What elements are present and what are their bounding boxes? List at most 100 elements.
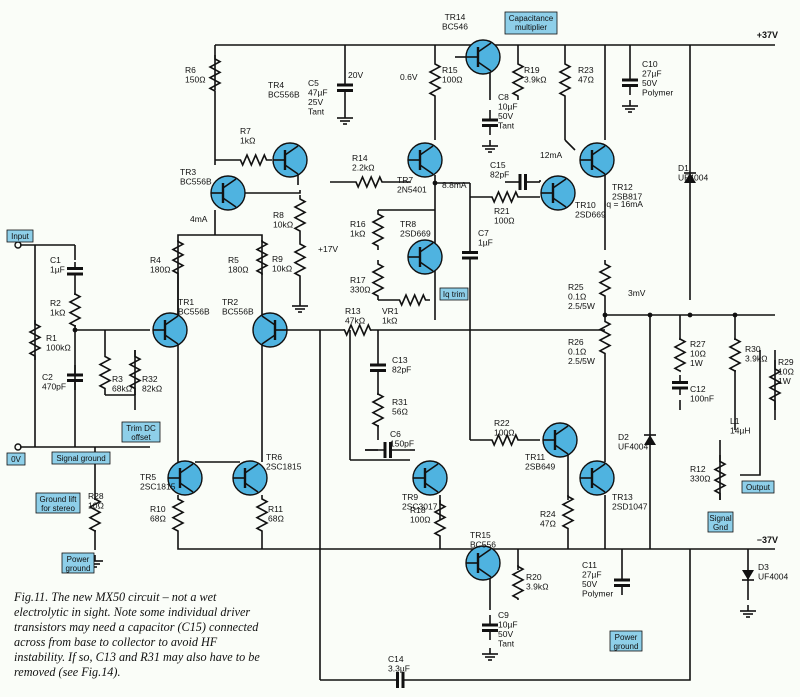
- R1: [28, 320, 42, 360]
- label-v17: +17V: [318, 244, 338, 254]
- label-line: 68kΩ: [112, 384, 133, 394]
- R8: [293, 195, 307, 235]
- TR15-c: [477, 548, 492, 559]
- label-line: 330Ω: [690, 474, 711, 484]
- TR3-c: [222, 178, 237, 189]
- R12: [713, 455, 727, 500]
- wire: [564, 139, 576, 151]
- label-line: 100Ω: [494, 428, 515, 438]
- label-line: 330Ω: [350, 285, 371, 295]
- TR12-c: [591, 145, 606, 156]
- label-line: 82pF: [392, 365, 411, 375]
- label-line: +17V: [318, 244, 338, 254]
- C2: [67, 373, 83, 377]
- C9: [482, 623, 498, 627]
- box-power_ground_l: [61, 552, 95, 574]
- label-line: C10: [642, 59, 658, 69]
- label-line: 2SD1047: [612, 502, 648, 512]
- label-line: C5: [308, 78, 319, 88]
- label-line: TR8: [400, 219, 416, 229]
- label-i88: 8.8mA: [442, 180, 467, 190]
- C7: [462, 251, 478, 254]
- label-line: 3.3µF: [388, 664, 410, 674]
- label-line: VR1: [382, 306, 399, 316]
- label-line: 1W: [778, 376, 791, 386]
- label-line: 10µF: [498, 102, 518, 112]
- C11-plate: [614, 584, 630, 587]
- wire: [215, 234, 263, 315]
- C14-plate: [401, 672, 405, 688]
- box-line: ground: [614, 642, 639, 651]
- box-line: Power: [615, 633, 638, 642]
- TR14-e: [477, 61, 492, 72]
- R29: [768, 360, 782, 410]
- box-label-output: Output: [746, 483, 771, 492]
- label-line: C15: [490, 160, 506, 170]
- R13: [343, 322, 372, 338]
- label-line: R19: [524, 65, 540, 75]
- label-line: 14µH: [730, 426, 751, 436]
- R25: [598, 260, 612, 300]
- C1-plate: [67, 272, 83, 276]
- label-line: 180Ω: [228, 265, 249, 275]
- label-line: D3: [758, 562, 769, 572]
- label-line: R27: [690, 339, 706, 349]
- C5-plate: [337, 89, 353, 92]
- box-line: Signal ground: [56, 454, 105, 463]
- TR7-e: [419, 164, 434, 175]
- label-line: 25V: [308, 97, 323, 107]
- box-line: Power: [67, 555, 90, 564]
- label-line: 100nF: [690, 394, 714, 404]
- R11: [255, 495, 269, 535]
- R9: [293, 240, 307, 280]
- label-line: R5: [228, 255, 239, 265]
- label-line: 1µF: [478, 238, 493, 248]
- R7: [235, 152, 272, 168]
- label-line: R22: [494, 418, 510, 428]
- R18: [433, 500, 447, 540]
- TR1-c: [164, 315, 179, 326]
- C8-plate: [482, 124, 498, 127]
- label-line: 2N5401: [397, 185, 427, 195]
- label-line: R15: [442, 65, 458, 75]
- label-line: C6: [390, 429, 401, 439]
- label-line: 100Ω: [442, 75, 463, 85]
- TR12-e: [591, 164, 606, 175]
- wire: [245, 190, 301, 194]
- box-line: 0V: [11, 455, 21, 464]
- label-line: Tant: [498, 639, 515, 649]
- label-line: R6: [185, 65, 196, 75]
- R22: [470, 432, 540, 448]
- R2: [68, 292, 82, 328]
- box-label-iq_trim: Iq trim: [443, 290, 466, 299]
- label-line: 3.9kΩ: [745, 354, 768, 364]
- label-line: TR1: [178, 297, 194, 307]
- R17: [371, 260, 385, 300]
- C15-plate: [524, 174, 527, 190]
- TR13-c: [591, 463, 606, 474]
